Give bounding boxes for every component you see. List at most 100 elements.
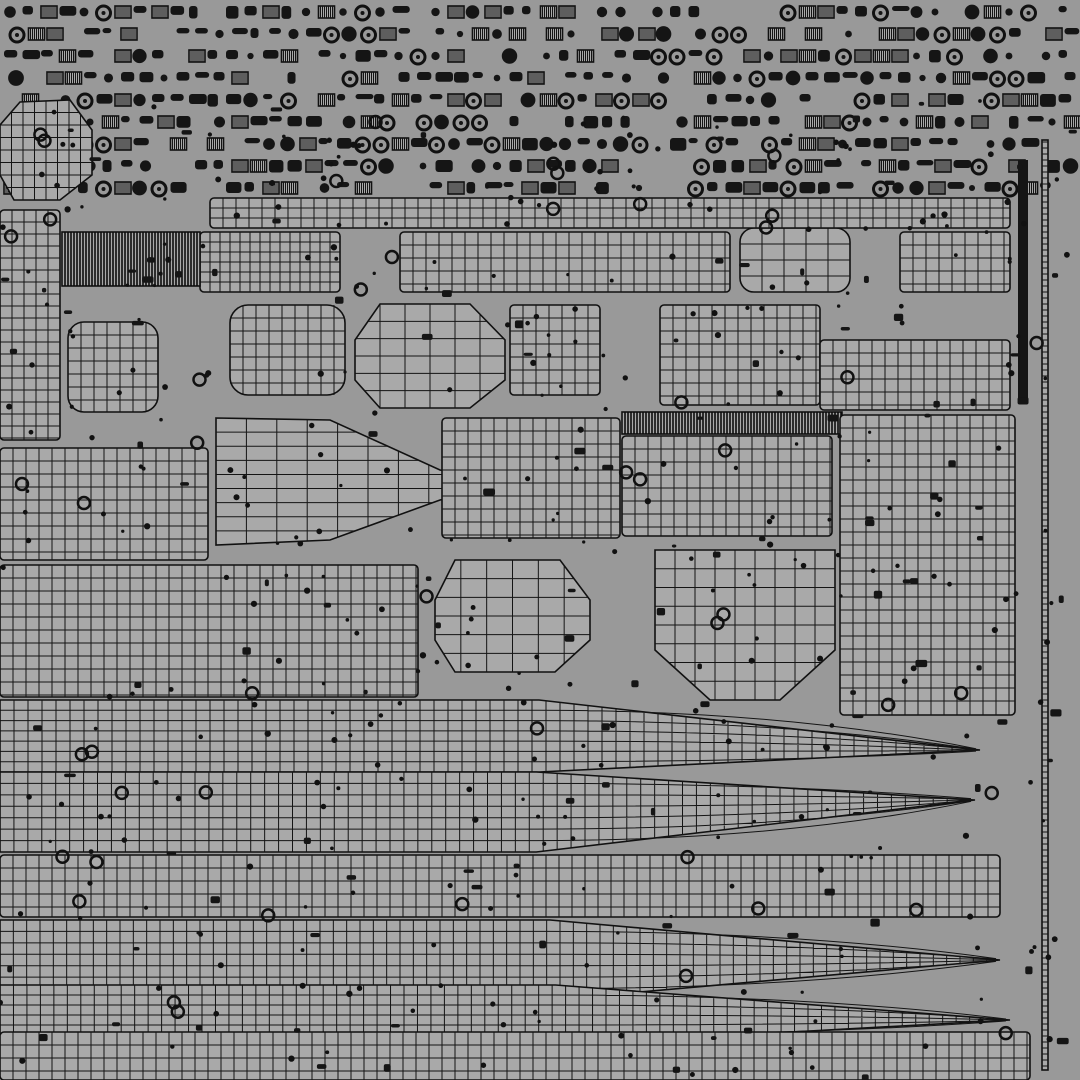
- vertex-dot: [581, 743, 586, 749]
- small-shell: [334, 296, 344, 304]
- small-shell: [910, 138, 921, 146]
- vertex-dot: [1013, 591, 1019, 597]
- vertex-dot: [967, 913, 974, 920]
- vertex-dot: [525, 320, 530, 326]
- vertex-dot: [408, 527, 413, 533]
- small-shell: [316, 1064, 327, 1069]
- vertex-dot: [336, 786, 341, 791]
- vertex-dot: [849, 854, 854, 859]
- vertex-dot: [603, 406, 608, 412]
- vertex-dot: [1032, 945, 1037, 950]
- vertex-dot: [540, 393, 544, 397]
- rounded-panel-right: [739, 227, 851, 293]
- vertex-dot: [213, 1010, 220, 1017]
- vertex-dot: [836, 304, 841, 308]
- small-shell: [852, 714, 864, 719]
- small-shell: [975, 505, 983, 510]
- small-shell: [454, 72, 469, 83]
- vertex-dot: [346, 990, 353, 997]
- small-shell: [121, 72, 135, 82]
- small-shell: [852, 115, 861, 123]
- small-shell: [539, 136, 554, 152]
- small-shell: [898, 160, 910, 171]
- vertex-dot: [297, 540, 304, 547]
- small-ring-shell: [687, 180, 704, 198]
- small-shell: [280, 136, 295, 152]
- small-shell: [374, 94, 385, 104]
- vertex-dot: [788, 133, 793, 138]
- vertex-dot: [223, 574, 230, 580]
- small-hatched-shell: [484, 93, 502, 107]
- vertex-dot: [733, 465, 739, 471]
- small-shell: [170, 94, 184, 101]
- small-ring-shell: [730, 26, 747, 44]
- small-ring-shell: [835, 48, 852, 66]
- vertex-dot: [449, 538, 453, 542]
- vertex-dot: [264, 730, 271, 737]
- small-ring-shell: [428, 136, 445, 154]
- small-shell: [652, 6, 663, 18]
- vertex-dot: [303, 587, 311, 594]
- small-hatched-shell: [46, 71, 64, 85]
- vertex-dot: [839, 594, 843, 598]
- vertex-dot: [419, 652, 427, 659]
- vertex-dot: [899, 320, 905, 326]
- small-ring-shell: [764, 208, 780, 223]
- small-hatched-shell: [317, 93, 336, 107]
- vertex-dot: [314, 779, 321, 786]
- mid-grid-b: [659, 304, 821, 406]
- small-ring-shell: [114, 785, 130, 801]
- vertex-dot: [715, 125, 719, 129]
- small-shell: [419, 162, 427, 170]
- vertex-dot: [152, 283, 157, 288]
- vertex-dot: [631, 184, 636, 189]
- small-shell: [212, 268, 218, 277]
- small-shell: [657, 72, 670, 84]
- small-shell: [1009, 116, 1019, 129]
- vertex-dot: [517, 198, 524, 205]
- grid-strip-lower: [0, 854, 1001, 918]
- vertex-dot: [415, 584, 419, 588]
- vertex-dot: [507, 538, 512, 543]
- vertex-dot: [303, 905, 308, 909]
- vertex-dot: [80, 205, 84, 209]
- vertex-dot: [573, 339, 578, 344]
- vertex-dot: [813, 1019, 818, 1024]
- vertex-dot: [554, 455, 559, 460]
- small-shell: [210, 896, 220, 904]
- small-hatched-shell: [928, 93, 946, 107]
- vertex-dot: [777, 390, 783, 396]
- small-shell: [673, 338, 679, 343]
- small-shell: [195, 28, 208, 34]
- small-ring-shell: [953, 685, 969, 701]
- small-hatched-shell: [1063, 115, 1080, 129]
- small-hatched-shell: [891, 49, 909, 63]
- vertex-dot: [356, 985, 363, 991]
- small-ring-shell: [998, 1025, 1013, 1041]
- vertex-dot: [1049, 600, 1054, 606]
- small-shell: [567, 588, 576, 593]
- small-shell: [752, 360, 760, 367]
- small-shell: [247, 52, 254, 60]
- vertex-dot: [788, 1049, 795, 1056]
- mid-grid-c: [819, 339, 1011, 411]
- vertex-dot: [654, 997, 660, 1003]
- vertex-dot: [919, 218, 926, 225]
- small-hatched-shell: [952, 27, 971, 41]
- vertex-dot: [907, 225, 913, 231]
- small-ring-shell: [95, 4, 112, 22]
- small-shell: [411, 94, 422, 103]
- vertex-dot: [594, 186, 600, 192]
- small-shell: [892, 182, 904, 194]
- small-ring-shell: [372, 136, 390, 154]
- vertex-dot: [0, 224, 6, 230]
- vertex-dot: [329, 162, 334, 167]
- vertex-dot: [910, 665, 917, 672]
- small-shell: [947, 182, 965, 189]
- small-ring-shell: [384, 249, 400, 265]
- vertex-dot: [669, 914, 673, 919]
- small-shell: [1048, 118, 1056, 126]
- small-shell: [898, 72, 911, 83]
- small-shell: [59, 6, 77, 16]
- small-shell: [947, 138, 958, 146]
